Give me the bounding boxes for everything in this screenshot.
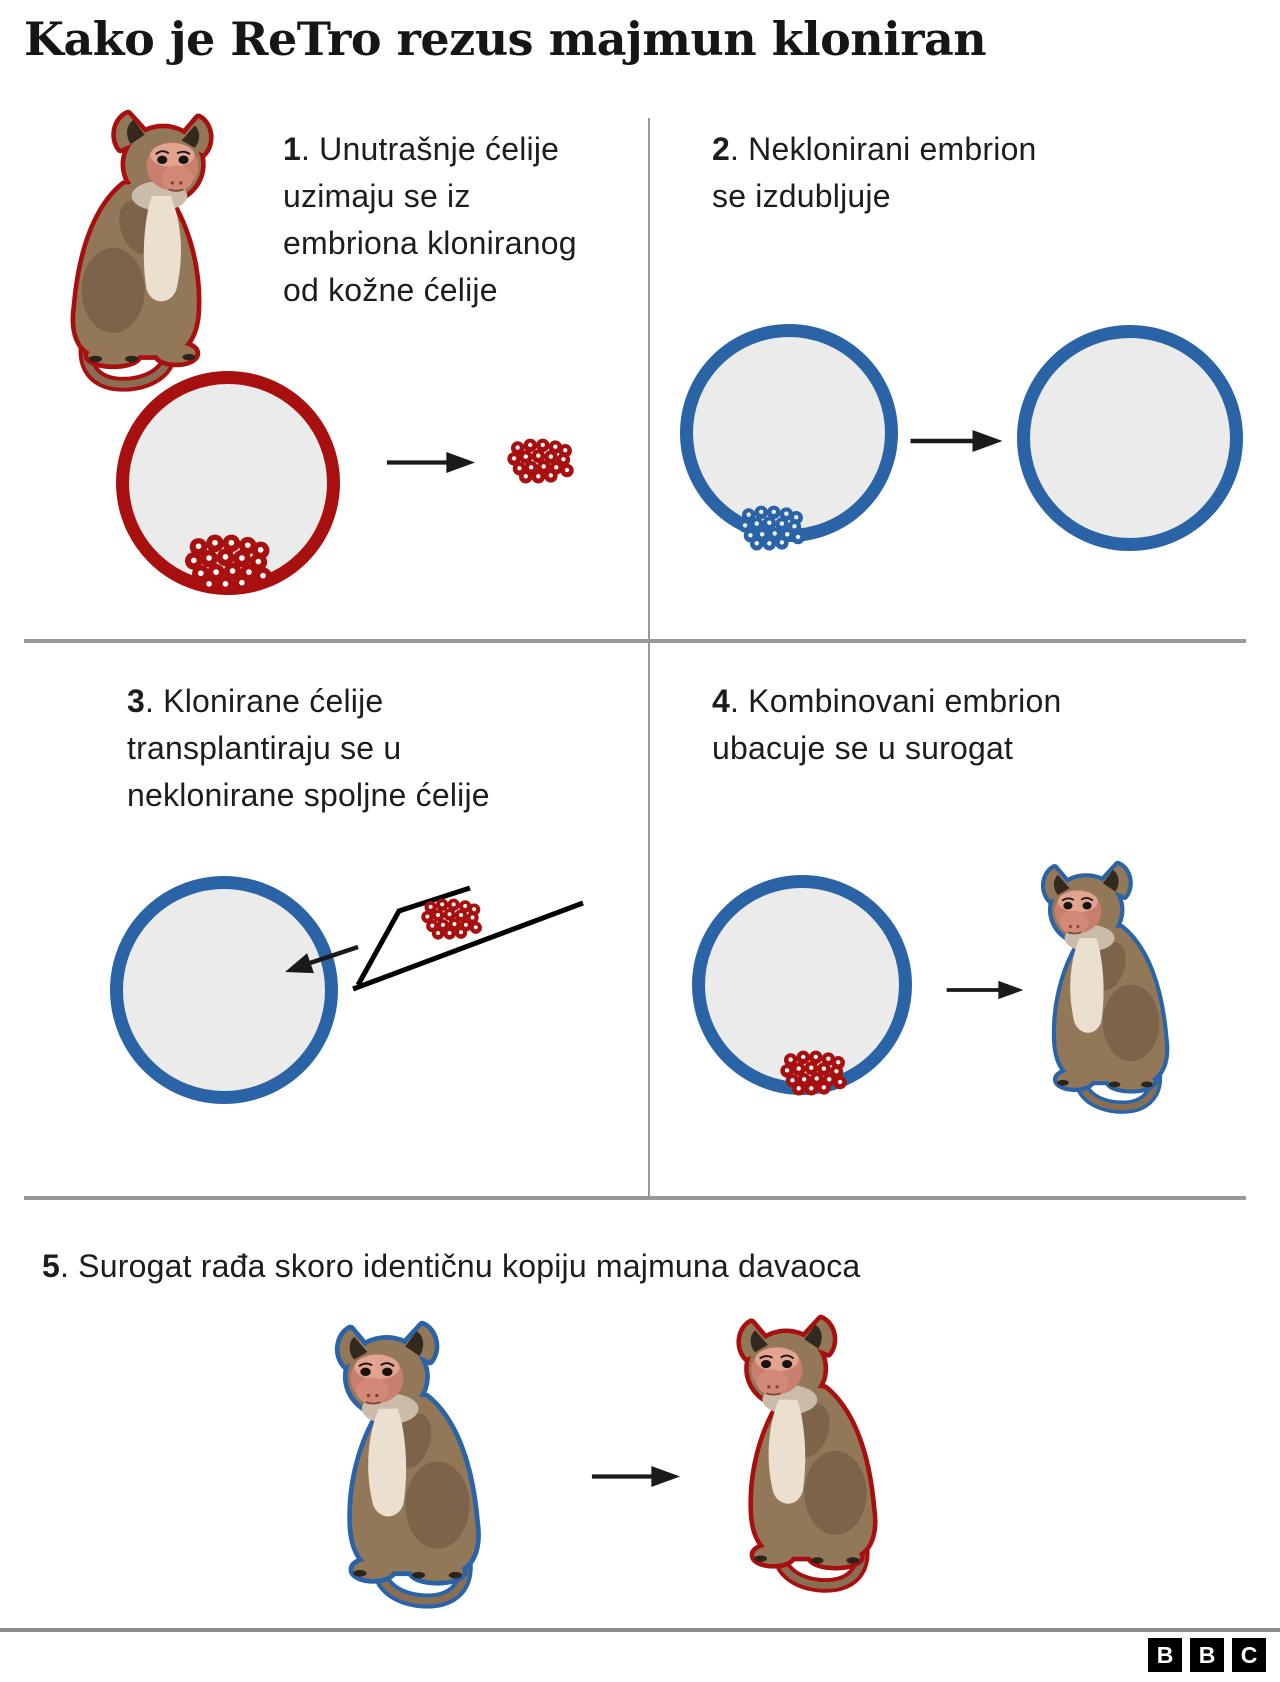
bbc-logo-letter: C <box>1232 1638 1266 1672</box>
uncloned-inner-cells-cluster <box>737 505 807 552</box>
combined-inner-cells-cluster <box>779 1050 849 1097</box>
donor-monkey-illustration <box>52 107 228 396</box>
vertical-divider <box>648 118 650 1198</box>
step-4-caption: 4. Kombinovani embrion ubacuje se u suro… <box>712 678 1232 772</box>
step-4-number: 4 <box>712 683 730 719</box>
footer-divider <box>0 1628 1280 1632</box>
pipette-illustration <box>285 885 584 992</box>
arrow-right-icon <box>908 428 1005 454</box>
arrow-right-icon <box>385 450 477 475</box>
step-3-text: . Klonirane ćelije transplantiraju se u … <box>127 683 490 813</box>
arrow-right-icon <box>590 1464 682 1489</box>
surrogate-mother-monkey-illustration <box>320 1318 500 1613</box>
step-2-caption: 2. Neklonirani embrion se izdubljuje <box>712 126 1232 220</box>
cloned-monkey-illustration <box>722 1312 896 1597</box>
horizontal-divider-mid <box>24 639 1246 643</box>
step-3-caption: 3. Klonirane ćelije transplantiraju se u… <box>127 678 627 819</box>
extracted-cells-cluster <box>506 438 576 485</box>
bbc-logo-letter: B <box>1148 1638 1182 1672</box>
bbc-logo: B B C <box>1148 1638 1266 1672</box>
step-5-caption: 5. Surogat rađa skoro identičnu kopiju m… <box>42 1243 1142 1290</box>
bbc-logo-letter: B <box>1190 1638 1224 1672</box>
step-2-number: 2 <box>712 131 730 167</box>
step-4-text: . Kombinovani embrion ubacuje se u surog… <box>712 683 1062 766</box>
step-5-number: 5 <box>42 1248 60 1284</box>
step-1-text: . Unutrašnje ćelije uzimaju se iz embrio… <box>283 131 577 308</box>
surrogate-monkey-illustration <box>1028 858 1186 1118</box>
horizontal-divider-lower <box>24 1196 1246 1200</box>
step-1-caption: 1. Unutrašnje ćelije uzimaju se iz embri… <box>283 126 683 314</box>
inner-cells-cluster <box>183 534 275 595</box>
arrow-right-icon <box>945 977 1025 1003</box>
step-2-text: . Neklonirani embrion se izdubljuje <box>712 131 1037 214</box>
hollowed-embryo-circle <box>1017 325 1243 551</box>
step-3-number: 3 <box>127 683 145 719</box>
step-1-number: 1 <box>283 131 301 167</box>
page-title: Kako je ReTro rezus majmun kloniran <box>24 12 987 66</box>
step-5-text: . Surogat rađa skoro identičnu kopiju ma… <box>60 1248 861 1284</box>
transplanted-cells-cluster <box>420 898 484 941</box>
